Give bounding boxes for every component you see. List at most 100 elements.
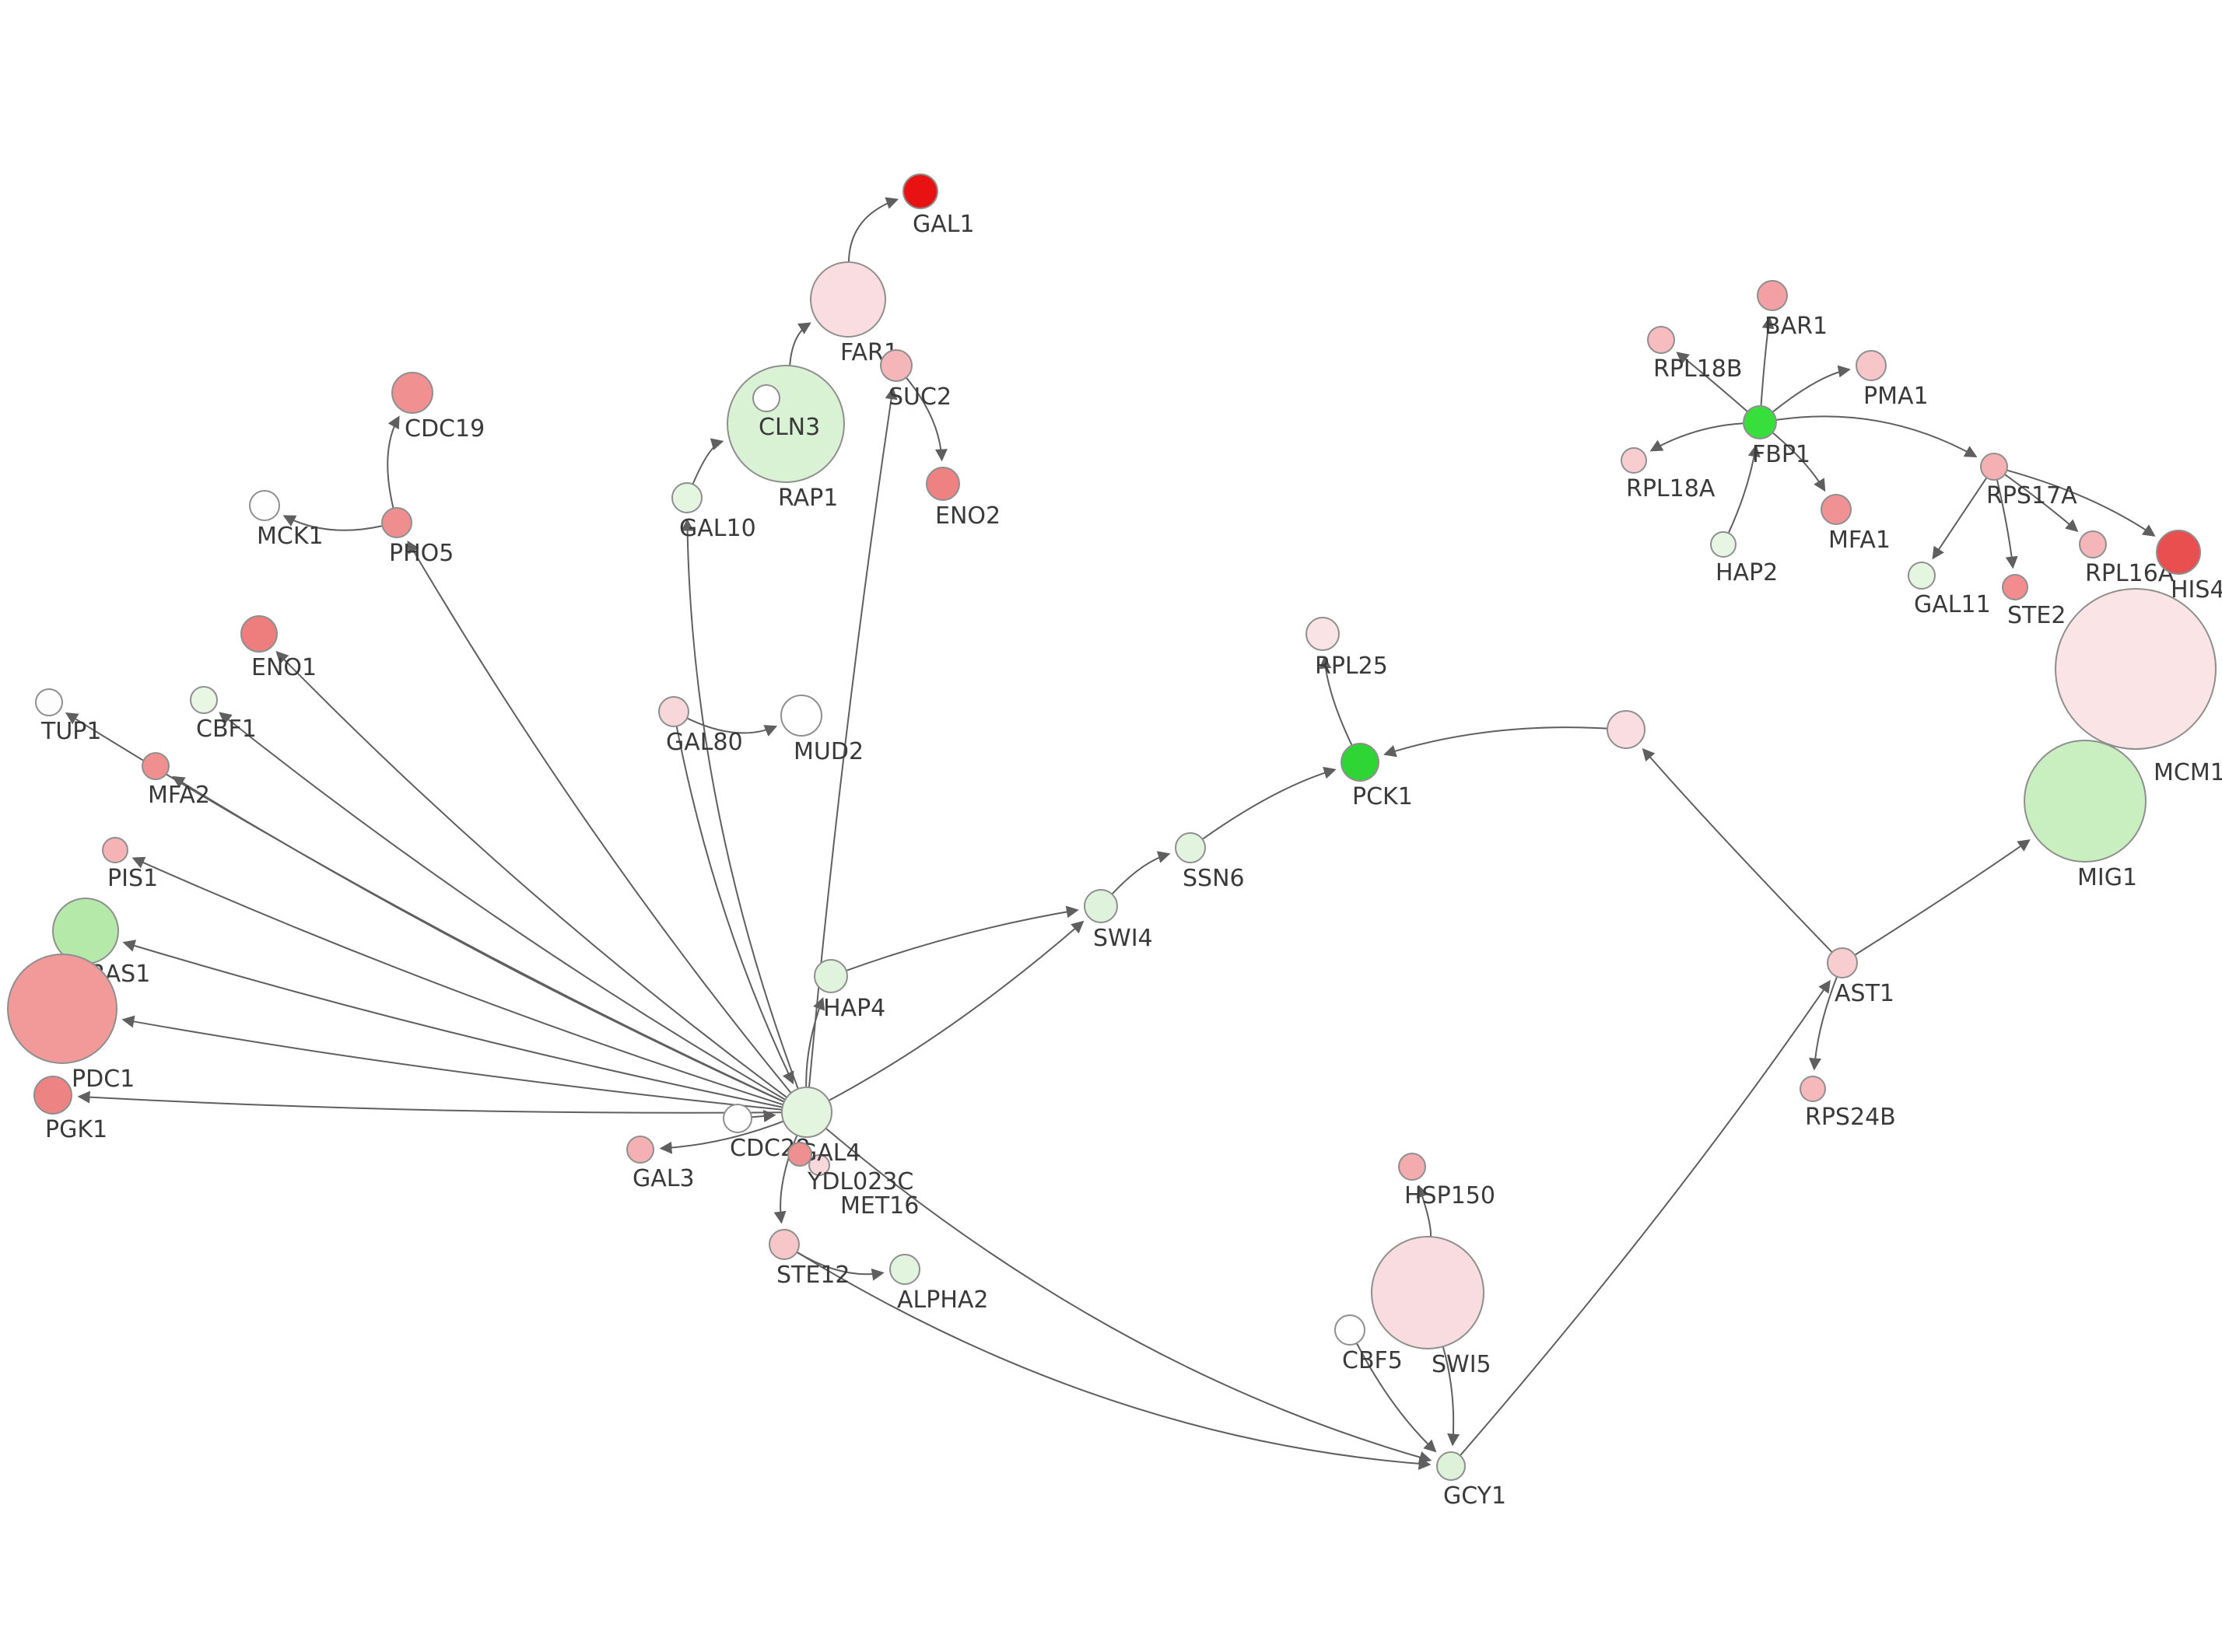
gene-node-circle[interactable] [889,1254,920,1285]
gene-node-circle[interactable] [814,959,848,993]
edge-fbp1-bar1[interactable] [1760,316,1775,407]
edge-ste12-gcy1[interactable] [796,1251,1432,1470]
node-suc2[interactable]: SUC2 [880,349,952,411]
edge-gal4-eno1[interactable] [275,650,787,1098]
edge-pho5-mck1[interactable] [282,515,383,531]
gene-node-circle[interactable] [33,1076,72,1115]
edge-gal10-rap1[interactable] [692,438,724,485]
edge-ast1-mig1[interactable] [1854,839,2031,956]
gene-node-circle[interactable] [626,1136,654,1164]
node-tup1[interactable]: TUP1 [35,688,101,745]
gene-node-circle[interactable] [723,1104,752,1133]
gene-node-circle[interactable] [1757,280,1788,311]
edge-rps17a-ste2[interactable] [1996,479,2018,569]
edge-ssn6-pck1[interactable] [1201,766,1337,840]
node-alpha2[interactable]: ALPHA2 [889,1254,989,1314]
gene-node-circle[interactable] [1647,326,1675,354]
gene-node-circle[interactable] [926,467,960,501]
gene-node-circle[interactable] [1607,710,1645,749]
gene-node-circle[interactable] [391,372,433,414]
edge-gal4-gcy1[interactable] [825,1127,1432,1464]
node-cbf1[interactable]: CBF1 [190,686,257,743]
node-gal80[interactable]: GAL80 [658,696,743,756]
node-mfa1[interactable]: MFA1 [1821,494,1891,554]
edge-fbp1-pma1[interactable] [1772,365,1851,413]
gene-node-circle[interactable] [7,954,117,1064]
gene-node-circle[interactable] [1908,562,1936,590]
gene-node-circle[interactable] [1856,350,1887,381]
edge-suc2-eno2[interactable] [905,376,948,462]
gene-node-circle[interactable] [1827,947,1858,978]
edge-fbp1-rps17a[interactable] [1775,415,1978,457]
edge-rps17a-gal11[interactable] [1932,477,1988,560]
edge-gal80-mud2[interactable] [686,717,778,737]
gene-node-circle[interactable] [2002,574,2028,600]
node-hap4[interactable]: HAP4 [814,959,885,1022]
edge-swi5-hsp150[interactable] [1416,1185,1432,1237]
edge-fbp1-rpl18b[interactable] [1676,352,1748,412]
node-unnamed[interactable] [1607,710,1645,749]
node-his4[interactable]: HIS4 [2156,530,2222,604]
gene-node-circle[interactable] [1371,1236,1484,1349]
edge-ast1-unnamed[interactable] [1642,747,1833,954]
node-mud2[interactable]: MUD2 [780,695,864,765]
edge-hap4-swi4[interactable] [846,905,1079,971]
node-rpl18b[interactable]: RPL18B [1647,326,1742,383]
gene-node-circle[interactable] [1436,1451,1466,1481]
node-gcy1[interactable]: GCY1 [1436,1451,1506,1510]
edge-swi5-gcy1[interactable] [1442,1346,1460,1447]
edge-unnamed-pck1[interactable] [1383,726,1608,758]
edge-cbf5-gcy1[interactable] [1355,1342,1437,1453]
gene-node-circle[interactable] [1398,1153,1426,1181]
edge-gal4-gal3[interactable] [659,1120,784,1154]
edge-gal4-tup1[interactable] [65,712,785,1103]
gene-node-circle[interactable] [658,696,689,727]
node-eno2[interactable]: ENO2 [926,467,1001,530]
edge-swi4-ssn6[interactable] [1111,851,1171,895]
node-pis1[interactable]: PIS1 [102,837,158,892]
node-mcm1[interactable]: MCM1 [2055,588,2222,786]
gene-node-circle[interactable] [769,1229,800,1260]
gene-node-circle[interactable] [1800,1076,1826,1102]
gene-node-circle[interactable] [2079,530,2107,558]
gene-node-circle[interactable] [35,688,63,716]
node-cdc19[interactable]: CDC19 [391,372,485,443]
node-gal10[interactable]: GAL10 [671,482,756,542]
node-pgk1[interactable]: PGK1 [33,1076,107,1143]
edge-gcy1-ast1[interactable] [1460,979,1831,1457]
gene-node-circle[interactable] [190,686,218,714]
gene-node-circle[interactable] [1980,453,2008,481]
edge-rps17a-rpl16a[interactable] [2004,474,2079,532]
edge-gal4-pho5[interactable] [407,540,792,1094]
gene-node-circle[interactable] [1821,494,1852,525]
node-pdc1[interactable]: PDC1 [7,954,135,1093]
node-pck1[interactable]: PCK1 [1341,743,1413,810]
node-swi5[interactable]: SWI5 [1371,1236,1491,1378]
gene-node-circle[interactable] [1084,889,1118,923]
gene-node-circle[interactable] [787,1142,812,1167]
node-pho5[interactable]: PHO5 [381,507,454,567]
gene-node-circle[interactable] [810,261,886,338]
gene-node-circle[interactable] [102,837,128,863]
edge-gal4-pgk1[interactable] [77,1090,783,1114]
edge-ast1-rps24b[interactable] [1808,976,1838,1071]
edge-pck1-rpl25[interactable] [1319,656,1353,746]
node-mck1[interactable]: MCK1 [249,490,324,550]
node-cln3[interactable]: CLN3 [752,384,820,441]
node-hap2[interactable]: HAP2 [1710,531,1778,586]
edge-gal4-pdc1[interactable] [121,1015,783,1111]
gene-node-circle[interactable] [1334,1314,1365,1346]
edge-gal4-swi4[interactable] [828,920,1085,1101]
edge-gal4-gal10[interactable] [681,518,799,1090]
node-rpl25[interactable]: RPL25 [1306,617,1388,680]
gene-node-circle[interactable] [902,173,938,209]
node-ste2[interactable]: STE2 [2002,574,2066,629]
node-gal3[interactable]: GAL3 [626,1136,695,1192]
node-hsp150[interactable]: HSP150 [1398,1153,1495,1209]
node-ste12[interactable]: STE12 [769,1229,850,1289]
node-gal1[interactable]: GAL1 [902,173,975,238]
node-ast1[interactable]: AST1 [1827,947,1894,1007]
gene-node-circle[interactable] [1341,743,1379,782]
